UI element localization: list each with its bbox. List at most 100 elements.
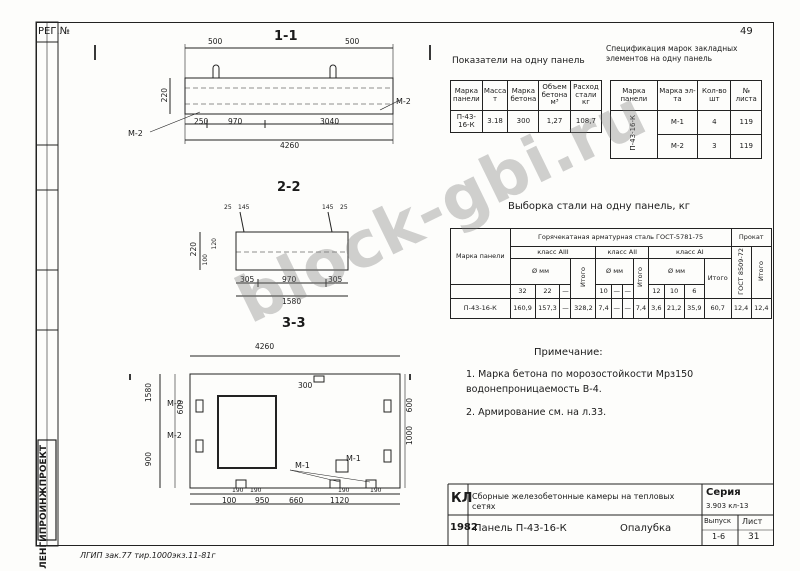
registry-label: РЕГ.№ xyxy=(38,26,71,37)
footer-note: ЛГИП зак.77 тир.1000экз.11-81г xyxy=(80,551,216,560)
tb-code: КЛ xyxy=(451,491,473,506)
ind-volume: 1,27 xyxy=(538,110,571,133)
callout-m2-left: М-2 xyxy=(128,129,143,138)
steel-r-3: — xyxy=(559,297,572,319)
embedded-table: Марка панели Марка эл-та Кол-во шт № лис… xyxy=(610,80,762,159)
steel-d-2: — xyxy=(559,283,572,299)
ind-panel: П-43-16-К xyxy=(450,110,483,133)
emb-m2: М-2 xyxy=(656,134,699,159)
steel-d-8: 6 xyxy=(683,283,705,299)
dim-2-g: 305 xyxy=(328,275,343,284)
emb-m1-sheet: 119 xyxy=(730,110,762,135)
steel-a3-total-cell: Итого xyxy=(570,258,597,299)
emb-h-panel: Марка панели xyxy=(610,80,658,111)
steel-r-7: — xyxy=(621,297,634,319)
section-2-title: 2-2 xyxy=(277,180,301,195)
steel-r-8: 7,4 xyxy=(632,297,650,319)
steel-r-10: 21,2 xyxy=(663,297,685,319)
dim-2-total: 1580 xyxy=(282,297,302,306)
ind-h-volume: Объем бетона м³ xyxy=(538,80,571,111)
steel-d-7: 10 xyxy=(663,283,685,299)
callout-3-m2-b: М-2 xyxy=(167,431,182,440)
steel-table: Марка панели Горячекатаная арматурная ст… xyxy=(450,228,773,319)
ind-concrete: 300 xyxy=(507,110,540,133)
ind-steel: 108,7 xyxy=(569,110,603,133)
dim-2-height: 220 xyxy=(189,242,198,257)
emb-h-element: Марка эл-та xyxy=(656,80,699,111)
steel-rolled-gost-cell: ГОСТ 8509-72 xyxy=(730,246,752,299)
dim-1-c: 250 xyxy=(194,117,209,126)
emb-m2-sheet: 119 xyxy=(730,134,762,159)
dim-3-660: 660 xyxy=(289,496,304,505)
dim-3-100: 100 xyxy=(222,496,237,505)
steel-h-rolled: Прокат xyxy=(730,228,772,247)
dim-2-c: 145 xyxy=(322,204,334,211)
dim-3-600-r: 600 xyxy=(405,398,414,413)
tb-issue-value: 1-6 xyxy=(712,532,726,541)
dim-3-1000: 1000 xyxy=(405,426,414,446)
dim-3-1120: 1120 xyxy=(330,496,350,505)
steel-r-13: 12,4 xyxy=(730,297,752,319)
emb-h-qty: Кол-во шт xyxy=(697,80,732,111)
dim-2-b: 145 xyxy=(238,204,250,211)
steel-class-a3: класс АIII xyxy=(509,246,597,259)
steel-r-14: 12,4 xyxy=(750,297,773,319)
callout-3-m1-b: М-1 xyxy=(346,454,361,463)
steel-r-1: 160,9 xyxy=(509,297,536,319)
steel-h-panel: Марка панели xyxy=(450,228,511,285)
ind-h-steel: Расход стали кг xyxy=(569,80,603,111)
dim-3-190d: 190 xyxy=(370,487,382,494)
steel-d-3: 10 xyxy=(595,283,612,299)
steel-rolled-total: Итого xyxy=(756,261,765,282)
steel-class-a1: класс АI xyxy=(648,246,732,259)
steel-a3-total: Итого xyxy=(578,267,587,288)
dim-3-190c: 190 xyxy=(338,487,350,494)
dim-2-d: 25 xyxy=(340,204,348,211)
steel-r-2: 157,3 xyxy=(534,297,561,319)
steel-r-0: П-43-16-К xyxy=(450,297,511,319)
dim-2-h2: 120 xyxy=(211,238,218,250)
notes-heading: Примечание: xyxy=(534,347,603,358)
steel-d-4: — xyxy=(610,283,623,299)
steel-a2-total-cell: Итого xyxy=(632,258,650,299)
steel-d-0: 32 xyxy=(509,283,536,299)
dim-3-190b: 190 xyxy=(250,487,262,494)
steel-r-12: 60,7 xyxy=(703,297,732,319)
steel-rolled-gost: ГОСТ 8509-72 xyxy=(736,248,745,295)
dim-3-top: 4260 xyxy=(255,342,275,351)
emb-h-sheet: № листа xyxy=(730,80,762,111)
tb-year: 1982 xyxy=(450,522,478,533)
steel-r-5: 7,4 xyxy=(595,297,612,319)
dim-1-b: 500 xyxy=(345,37,360,46)
steel-r-4: 328,2 xyxy=(570,297,597,319)
ind-h-mass: Масса т xyxy=(481,80,509,111)
indicators-table: Марка панели Масса т Марка бетона Объем … xyxy=(450,80,603,133)
callout-3-m2-a: М-2 xyxy=(167,399,182,408)
emb-m2-qty: 3 xyxy=(697,134,732,159)
dim-2-a: 25 xyxy=(224,204,232,211)
emb-panel-cell: П-43-16-К xyxy=(610,110,658,159)
organization-stamp: ЛЕНГИПРОИНЖПРОЕКТ xyxy=(39,445,49,569)
emb-m1: М-1 xyxy=(656,110,699,135)
steel-r-6: — xyxy=(610,297,623,319)
steel-class-a2: класс АII xyxy=(595,246,650,259)
steel-d-6: 12 xyxy=(648,283,665,299)
dim-3-300: 300 xyxy=(298,381,313,390)
steel-a3-diam: Ø мм xyxy=(509,258,572,285)
steel-r-9: 3,6 xyxy=(648,297,665,319)
dim-3-900: 900 xyxy=(144,452,153,467)
ind-mass: 3.18 xyxy=(481,110,509,133)
steel-empty-cell xyxy=(450,283,511,299)
dim-3-1580: 1580 xyxy=(144,383,153,403)
callout-3-m1-a: М-1 xyxy=(295,461,310,470)
ind-h-panel: Марка панели xyxy=(450,80,483,111)
dim-2-e: 305 xyxy=(240,275,255,284)
steel-h-group: Горячекатаная арматурная сталь ГОСТ-5781… xyxy=(509,228,732,247)
tb-view: Опалубка xyxy=(620,523,672,534)
steel-d-1: 22 xyxy=(534,283,561,299)
steel-a1-diam: Ø мм xyxy=(648,258,705,285)
embedded-title: Спецификация марок закладных элементов н… xyxy=(606,44,738,63)
dim-3-950: 950 xyxy=(255,496,270,505)
steel-r-11: 35,9 xyxy=(683,297,705,319)
